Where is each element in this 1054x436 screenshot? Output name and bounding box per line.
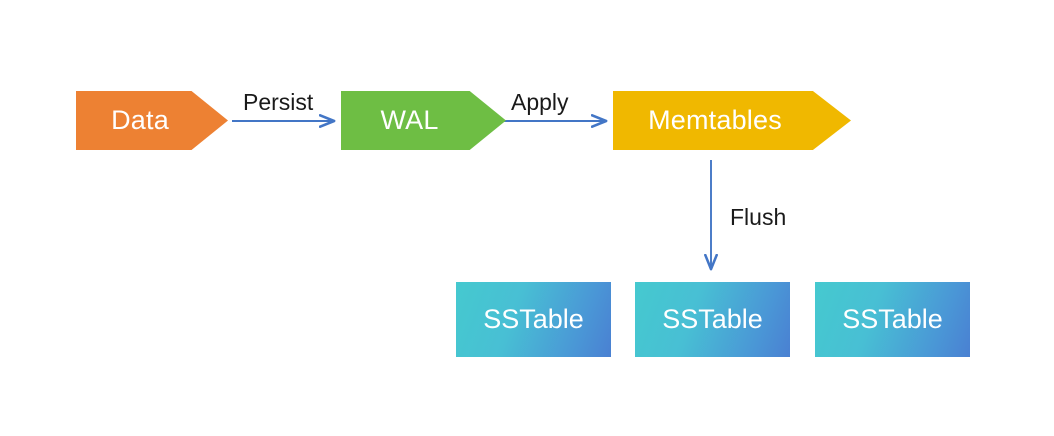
node-sstable-2[interactable]: SSTable: [635, 282, 790, 357]
connector-label-persist: Persist: [243, 89, 314, 115]
node-sstable-3-label: SSTable: [842, 304, 943, 334]
node-sstable-3[interactable]: SSTable: [815, 282, 970, 357]
node-memtables[interactable]: Memtables: [613, 91, 851, 150]
node-sstable-1-label: SSTable: [483, 304, 584, 334]
connector-label-flush: Flush: [730, 204, 787, 230]
chevron-arrow-shape-data: [76, 91, 228, 150]
connector-label-apply: Apply: [511, 89, 569, 115]
node-sstable-1[interactable]: SSTable: [456, 282, 611, 357]
node-sstable-2-label: SSTable: [662, 304, 763, 334]
node-data[interactable]: Data: [76, 91, 228, 150]
node-wal[interactable]: WAL: [341, 91, 506, 150]
chevron-arrow-shape-memtables: [613, 91, 851, 150]
chevron-arrow-shape-wal: [341, 91, 506, 150]
